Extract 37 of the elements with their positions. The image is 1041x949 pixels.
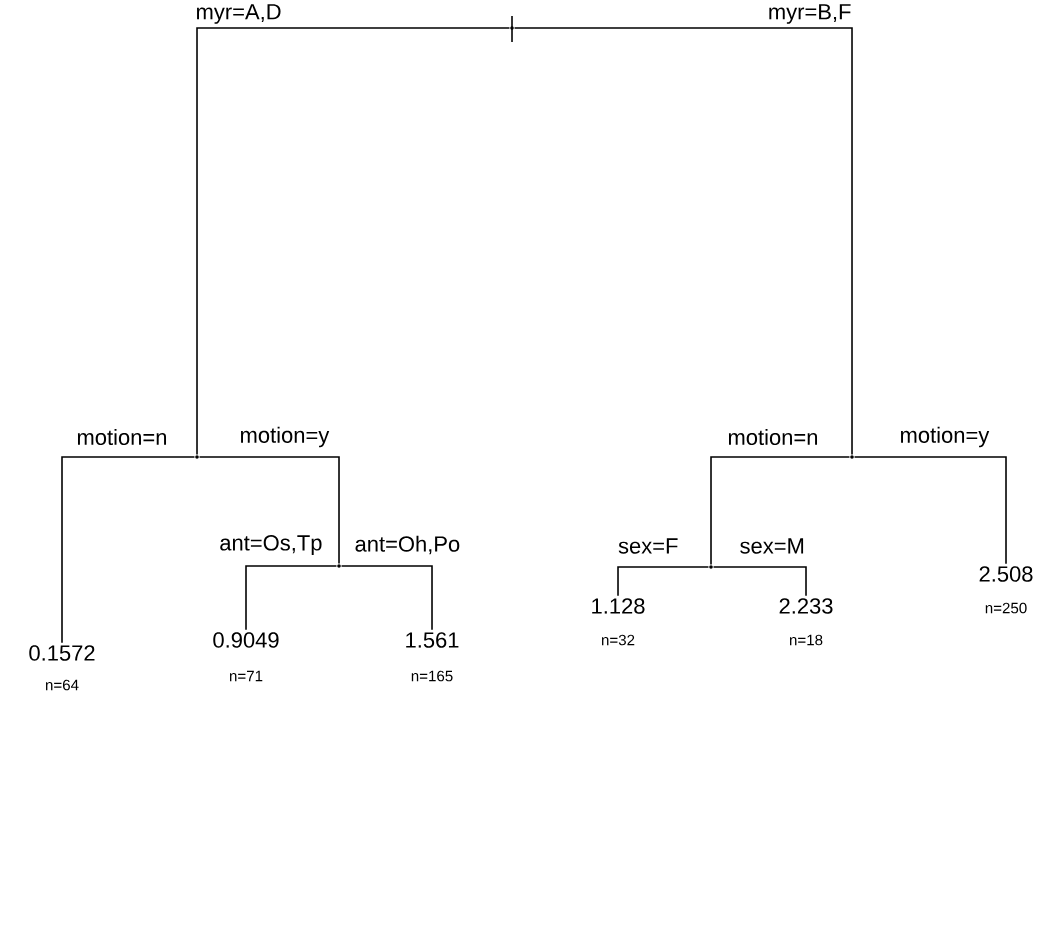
split-label: motion=n bbox=[725, 427, 821, 447]
sample-count: n=18 bbox=[790, 634, 823, 646]
leaf-value: 2.233 bbox=[779, 598, 833, 614]
sample-count: n=32 bbox=[602, 634, 635, 646]
leaf-value: 0.1572 bbox=[29, 645, 95, 661]
split-label: sex=M bbox=[737, 536, 807, 556]
split-point bbox=[510, 26, 514, 30]
tree-branch bbox=[198, 456, 340, 565]
sample-count: n=165 bbox=[411, 670, 453, 682]
tree-branch bbox=[340, 565, 433, 631]
split-label: motion=y bbox=[897, 425, 992, 449]
tree-branch bbox=[513, 27, 853, 456]
split-point bbox=[709, 565, 713, 569]
split-label: motion=y bbox=[237, 425, 332, 449]
leaf-value: 1.561 bbox=[406, 632, 459, 648]
split-point bbox=[337, 564, 341, 568]
tree-branch bbox=[712, 566, 807, 597]
leaf-value: 2.508 bbox=[979, 566, 1033, 582]
split-label: ant=Oh,Po bbox=[352, 533, 462, 557]
split-label: myr=A,D bbox=[193, 2, 284, 26]
tree-branch bbox=[710, 456, 851, 566]
tree-branch bbox=[245, 565, 338, 631]
split-label: ant=Os,Tp bbox=[217, 533, 325, 557]
tree-branch bbox=[61, 456, 196, 644]
sample-count: n=71 bbox=[230, 670, 263, 682]
split-point bbox=[850, 455, 854, 459]
split-label: myr=B,F bbox=[766, 2, 854, 26]
split-label: sex=F bbox=[616, 536, 681, 556]
split-label: motion=n bbox=[74, 427, 170, 447]
leaf-value: 1.128 bbox=[592, 598, 645, 614]
leaf-value: 0.9049 bbox=[213, 632, 279, 648]
tree-branch bbox=[196, 27, 511, 456]
tree-branch bbox=[853, 456, 1007, 565]
sample-count: n=64 bbox=[46, 679, 79, 691]
split-point bbox=[195, 455, 199, 459]
tree-branch bbox=[617, 566, 710, 597]
sample-count: n=250 bbox=[985, 602, 1027, 614]
